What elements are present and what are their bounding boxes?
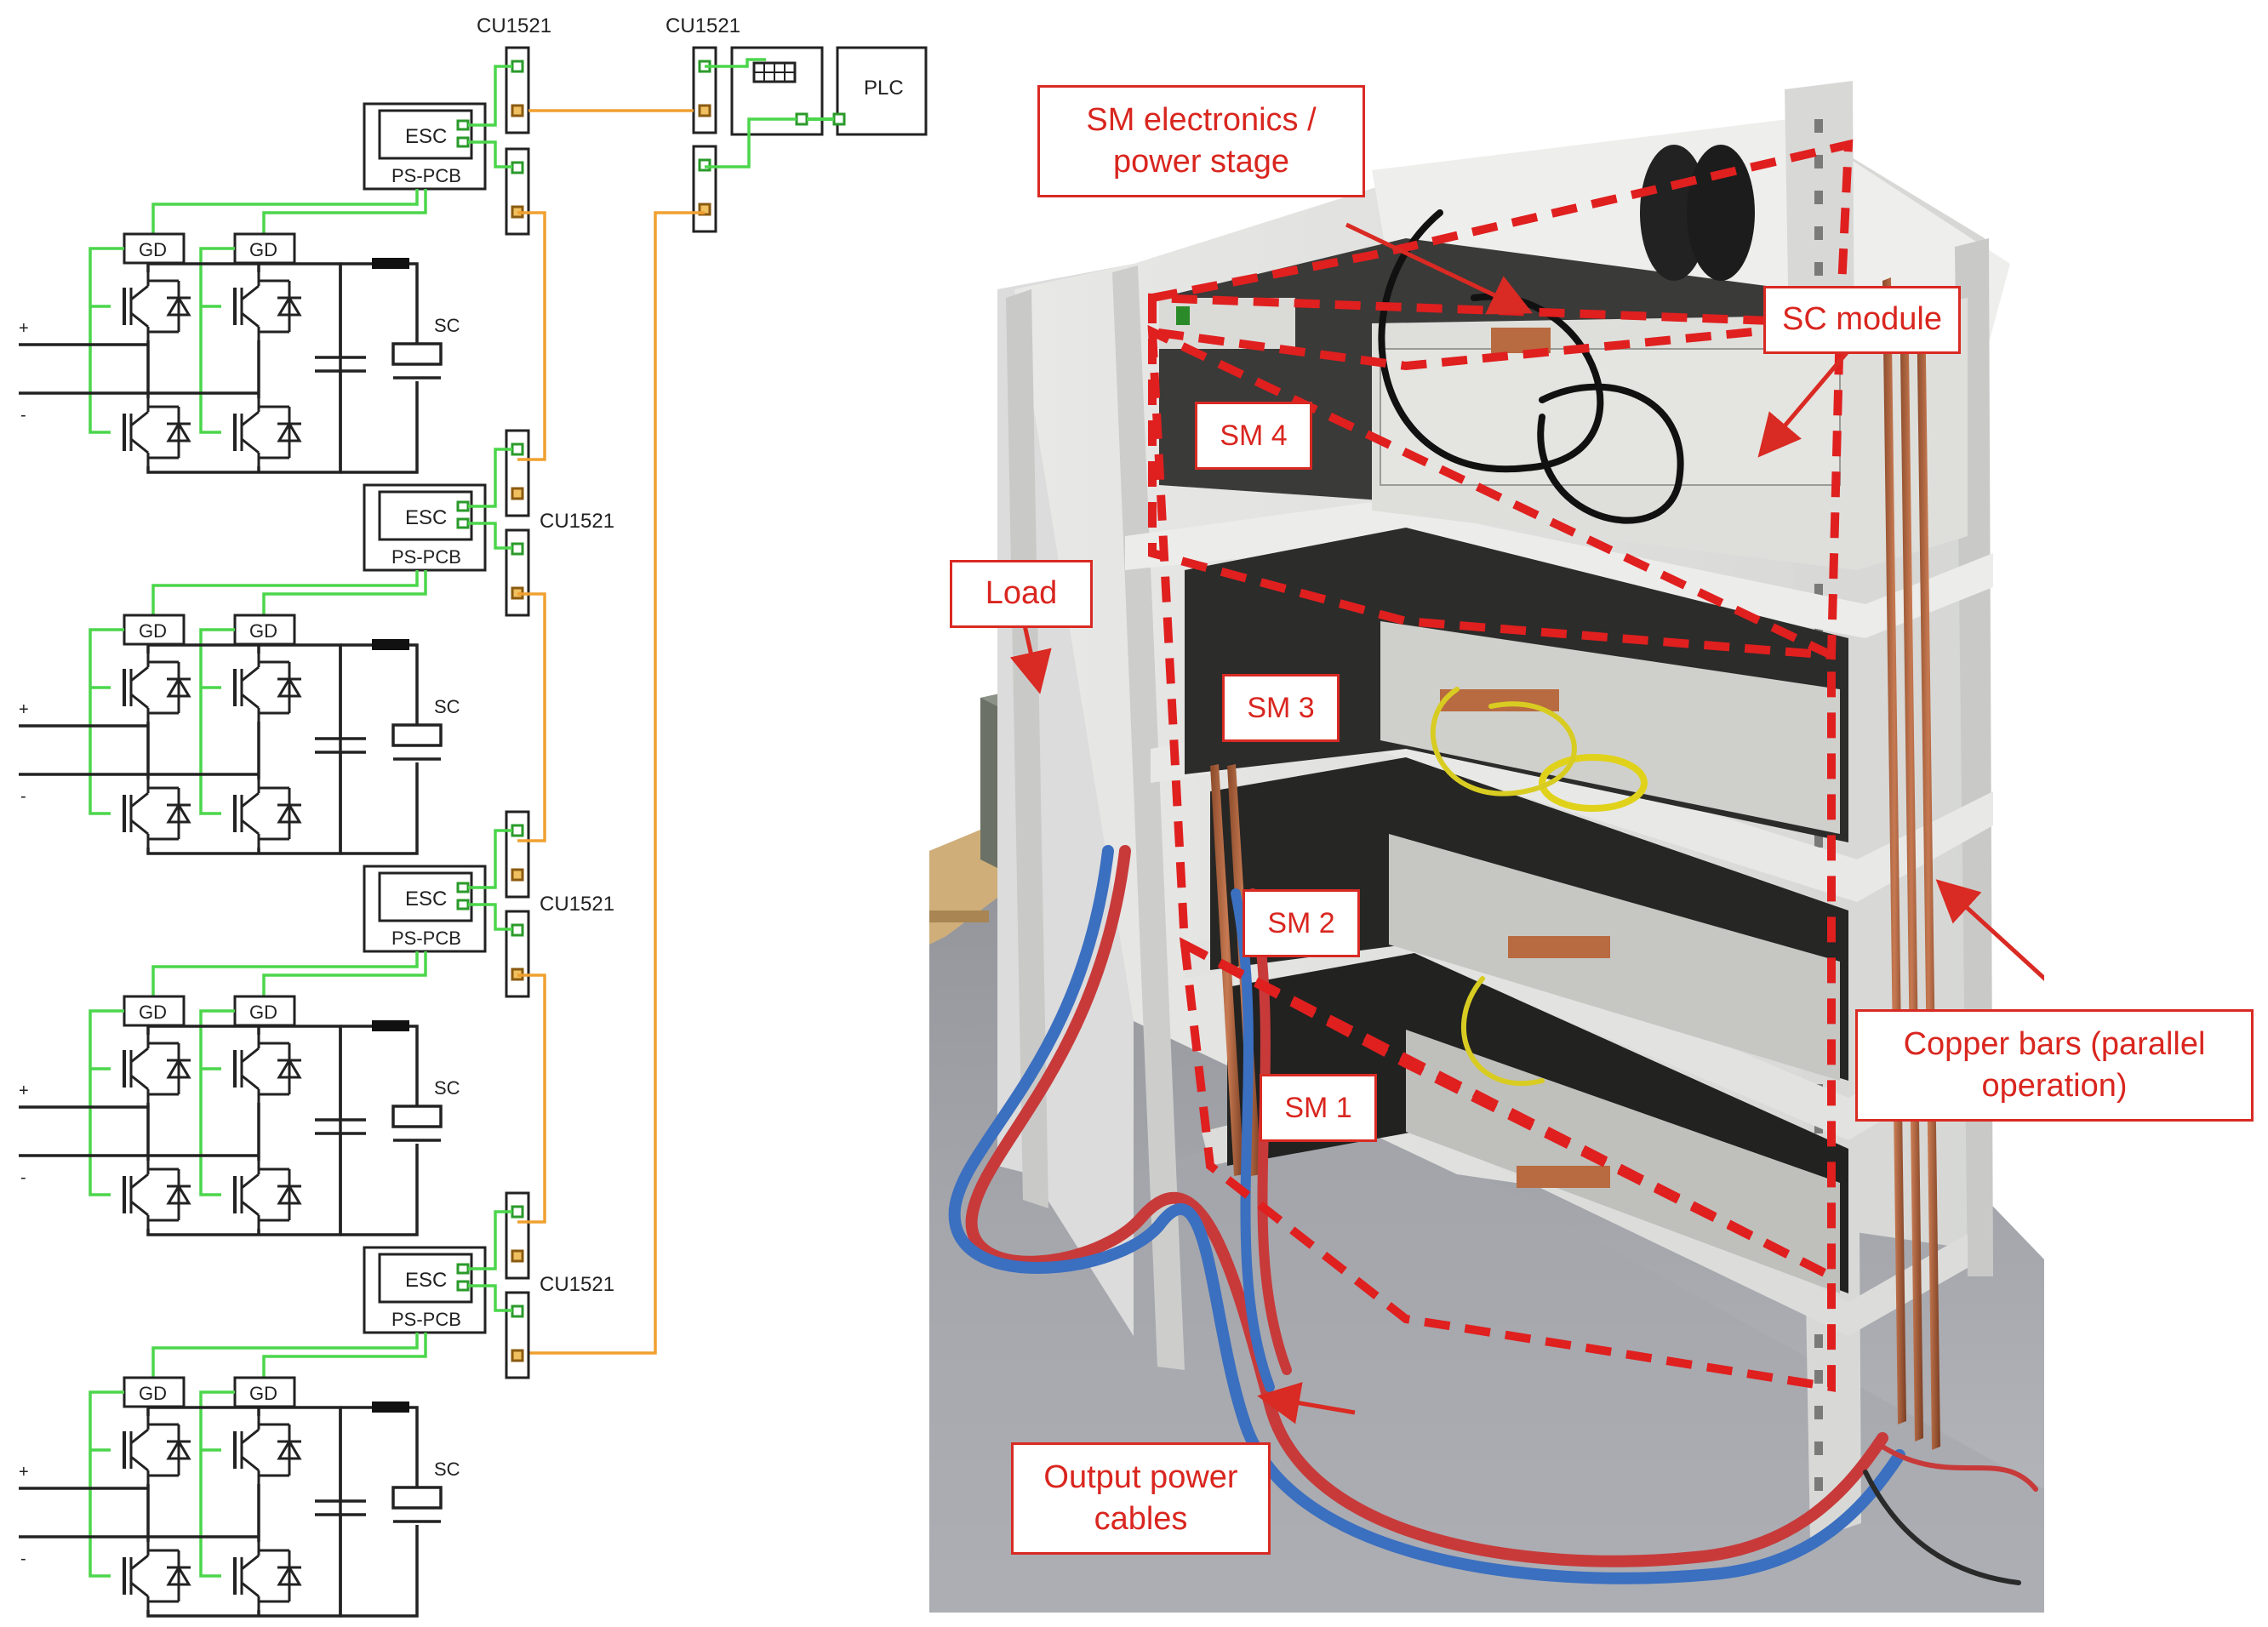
gd-label: GD: [249, 620, 277, 642]
minus-terminal: -: [20, 1550, 26, 1568]
ps-pcb-label: PS-PCB: [391, 1309, 461, 1330]
output-power-cables: [948, 209, 2038, 1585]
hub-port-icon: [752, 61, 797, 83]
minus-terminal: -: [20, 406, 26, 425]
sc-label: SC: [434, 1459, 460, 1480]
cu-label-top-2: CU1521: [666, 14, 740, 37]
ps-pcb-label: PS-PCB: [391, 928, 461, 949]
gd-label: GD: [249, 1002, 277, 1023]
callout-copper-bars: Copper bars (parallel operation): [1855, 1009, 2254, 1122]
gd-label: GD: [249, 239, 277, 260]
plus-terminal: +: [19, 319, 29, 338]
minus-terminal: -: [20, 787, 26, 806]
callout-sm4: SM 4: [1195, 402, 1312, 470]
cu-label-module-4: CU1521: [540, 1273, 614, 1296]
esc-label: ESC: [405, 1269, 447, 1292]
callout-load: Load: [950, 560, 1093, 628]
callout-output-cables: Output power cables: [1011, 1442, 1271, 1555]
sc-label: SC: [434, 315, 460, 336]
gd-label: GD: [139, 239, 167, 260]
callout-sm-electronics: SM electronics / power stage: [1037, 85, 1365, 197]
test-rack-photo: [929, 43, 2044, 1613]
esc-label: ESC: [405, 506, 447, 529]
cu-unit-top-right: [692, 46, 717, 134]
esc-label: ESC: [405, 125, 447, 148]
callout-sm2: SM 2: [1243, 889, 1360, 957]
plus-terminal: +: [19, 1463, 29, 1481]
gd-label: GD: [139, 620, 167, 642]
gd-label: GD: [139, 1383, 167, 1404]
sc-label: SC: [434, 1077, 460, 1099]
sm2-tier: [1210, 757, 1848, 1081]
plus-terminal: +: [19, 1082, 29, 1100]
cu-label-module-2: CU1521: [540, 510, 614, 533]
sub-module-4: ESC PS-PCB GD GD SC + -: [19, 1191, 530, 1618]
sub-module-3: ESC PS-PCB GD GD SC + -: [19, 810, 530, 1236]
callout-sc-module: SC module: [1763, 286, 1961, 354]
ethercat-hub: [730, 46, 824, 136]
esc-label: ESC: [405, 888, 447, 911]
plc-label: PLC: [864, 77, 904, 100]
sub-module-2: ESC PS-PCB GD GD SC + -: [19, 429, 530, 855]
sub-module-1: ESC PS-PCB GD GD SC + -: [19, 65, 530, 474]
cu-unit-right-lower: [692, 145, 717, 233]
sc-label: SC: [434, 696, 460, 717]
cu-unit-top-left: [505, 46, 530, 134]
callout-sm1: SM 1: [1260, 1074, 1377, 1142]
gd-label: GD: [249, 1383, 277, 1404]
cu-label-top-1: CU1521: [477, 14, 551, 37]
cu-label-module-3: CU1521: [540, 893, 614, 916]
converter-schematic: CU1521 CU1521 PLC ESC PS-PCB GD GD SC + - ESC PS…: [19, 14, 928, 1618]
minus-terminal: -: [20, 1168, 26, 1187]
ps-pcb-label: PS-PCB: [391, 546, 461, 568]
gd-label: GD: [139, 1002, 167, 1023]
plc-box: [836, 46, 928, 136]
callout-sm3: SM 3: [1222, 674, 1340, 742]
plus-terminal: +: [19, 700, 29, 719]
ps-pcb-label: PS-PCB: [391, 165, 461, 186]
